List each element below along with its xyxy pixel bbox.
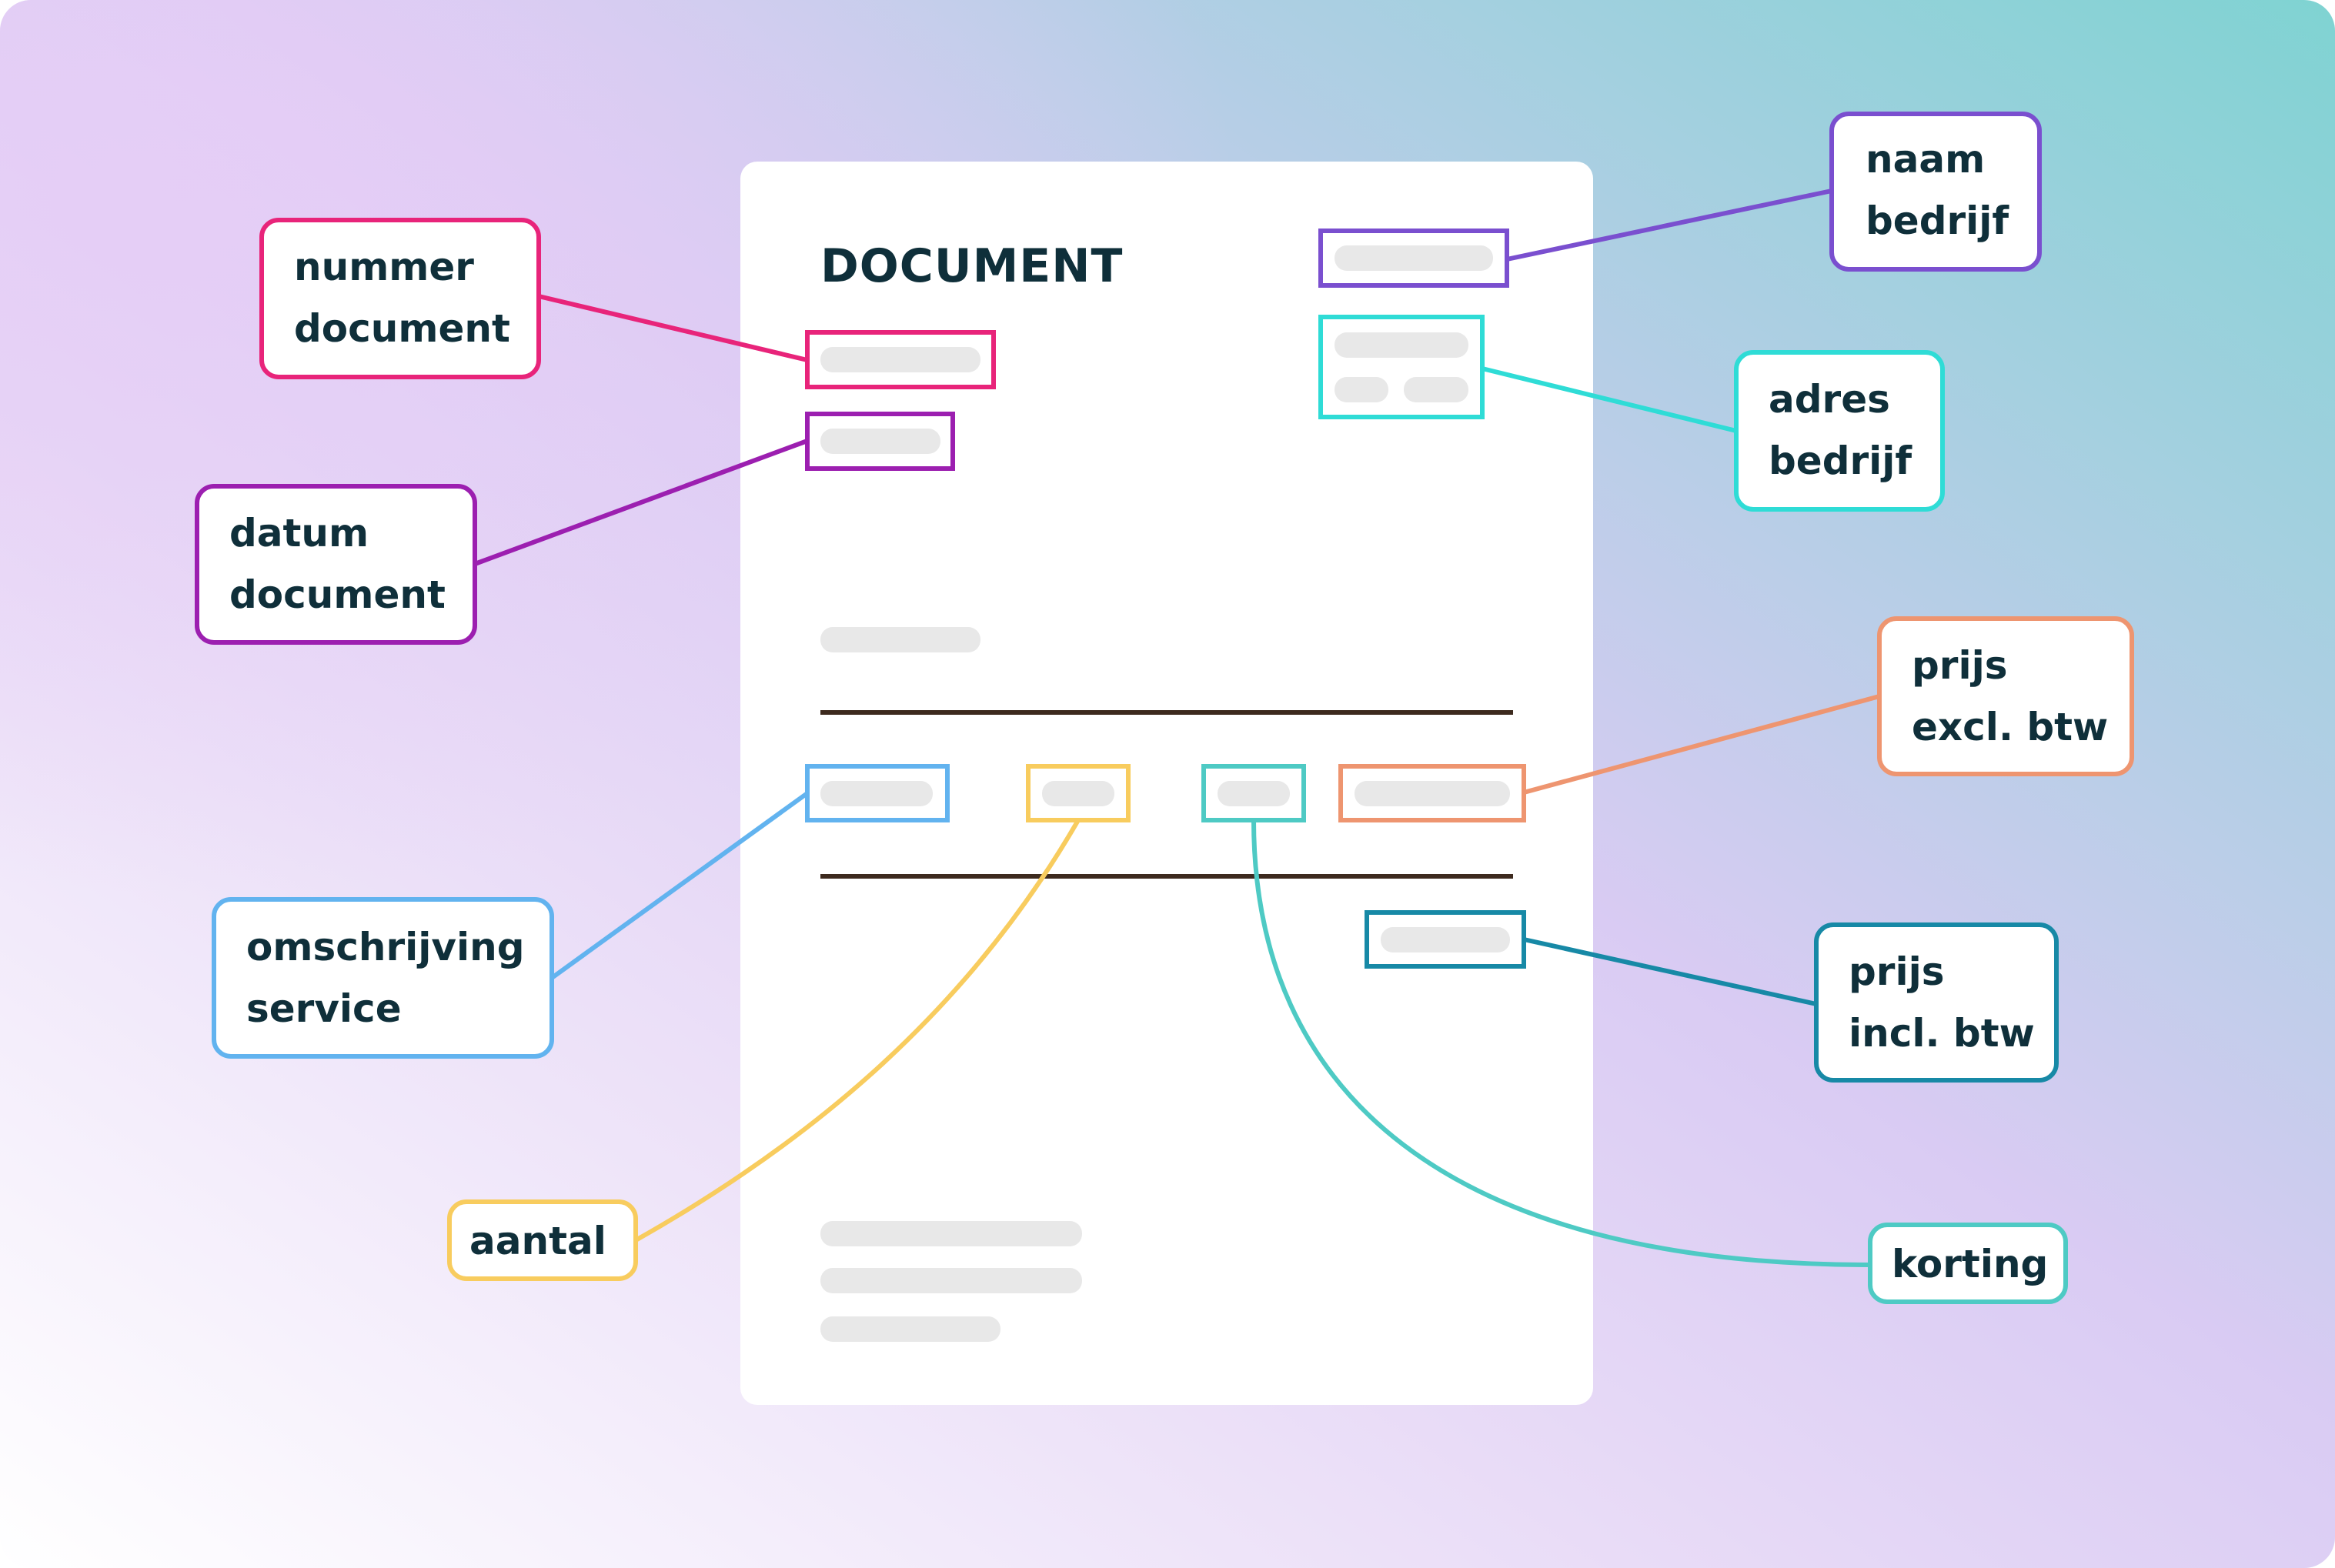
svg-text:document: document [294, 306, 510, 351]
placeholder-bar [820, 627, 980, 652]
callout-aantal: aantal [447, 1199, 638, 1281]
field-naam-bedrijf [1318, 229, 1509, 288]
field-korting [1201, 764, 1306, 822]
svg-text:prijs: prijs [1849, 949, 1945, 994]
connector-naam-bedrijf [1506, 188, 1832, 262]
svg-text:document: document [229, 572, 446, 617]
callout-naam-bedrijf: naam bedrijf [1829, 112, 2042, 272]
callout-prijs-incl-btw: prijs incl. btw [1814, 922, 2059, 1083]
svg-text:adres: adres [1769, 377, 1890, 422]
field-nummer-document [805, 330, 996, 389]
svg-text:bedrijf: bedrijf [1769, 439, 1912, 483]
placeholder-bar [820, 1268, 1082, 1293]
callout-adres-bedrijf: adres bedrijf [1734, 350, 1945, 512]
placeholder-bar [820, 1316, 1000, 1342]
svg-text:omschrijving: omschrijving [246, 925, 525, 969]
field-aantal [1026, 764, 1131, 822]
svg-text:korting: korting [1892, 1242, 2048, 1286]
connector-datum-document [473, 439, 809, 566]
svg-text:prijs: prijs [1912, 643, 2008, 688]
connector-korting [1251, 819, 1871, 1267]
document-title: DOCUMENT [820, 239, 1123, 293]
callout-datum-document: datum document [195, 484, 477, 645]
callout-omschrijving-service: omschrijving service [212, 897, 554, 1059]
connector-aantal [634, 819, 1081, 1243]
field-datum-document [805, 412, 955, 471]
svg-text:naam: naam [1866, 137, 1985, 182]
svg-text:aantal: aantal [469, 1219, 606, 1263]
field-prijs-excl-btw [1338, 764, 1526, 822]
svg-text:service: service [246, 986, 402, 1031]
field-omschrijving-service [805, 764, 950, 822]
svg-text:nummer: nummer [294, 245, 474, 289]
svg-text:excl. btw: excl. btw [1912, 705, 2108, 749]
callout-nummer-document: nummer document [259, 218, 541, 379]
connector-omschrijving-service [550, 791, 809, 980]
placeholder-bar [820, 1221, 1082, 1246]
connector-prijs-incl-btw [1523, 937, 1817, 1006]
svg-text:bedrijf: bedrijf [1866, 199, 2009, 243]
field-adres-bedrijf [1318, 315, 1485, 419]
connector-prijs-excl-btw [1523, 694, 1880, 795]
callout-prijs-excl-btw: prijs excl. btw [1877, 616, 2134, 776]
svg-text:incl. btw: incl. btw [1849, 1011, 2035, 1056]
field-prijs-incl-btw [1365, 910, 1526, 969]
svg-text:datum: datum [229, 511, 369, 555]
connector-adres-bedrijf [1482, 366, 1737, 433]
connector-nummer-document [538, 294, 808, 362]
callout-korting: korting [1868, 1223, 2068, 1304]
document-paper [740, 162, 1593, 1405]
